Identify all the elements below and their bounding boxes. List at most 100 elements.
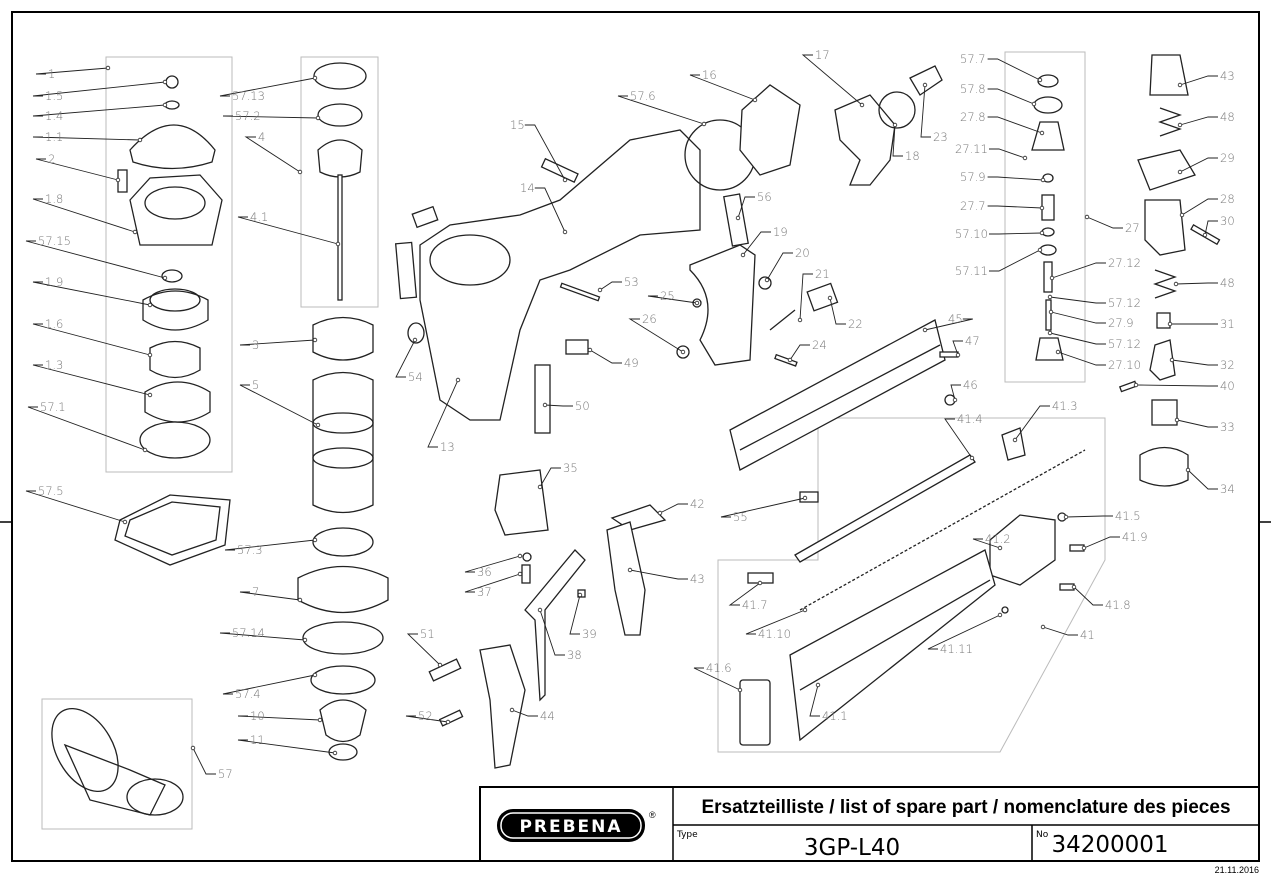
part-number-label: 57.5: [38, 484, 64, 498]
leader-dot: [1049, 275, 1055, 281]
leader-dot: [680, 349, 686, 355]
leader-line: [799, 273, 813, 321]
leader-line: [464, 555, 521, 573]
leader-dot: [302, 637, 308, 643]
leader-line: [32, 81, 166, 97]
leader-dot: [122, 519, 128, 525]
leader-line: [237, 216, 339, 245]
leader-dot: [701, 121, 707, 127]
part-number-label: 28: [1220, 192, 1235, 206]
leader-line: [544, 404, 573, 407]
leader-line: [219, 632, 306, 641]
leader-line: [1086, 216, 1123, 229]
leader-line: [539, 609, 565, 656]
leader-dot: [1174, 417, 1180, 423]
leader-dot: [997, 612, 1003, 618]
leader-dot: [577, 592, 583, 598]
leader-line: [989, 249, 1041, 272]
leader-dot: [827, 295, 833, 301]
part-number-label: 18: [905, 149, 920, 163]
leader-line: [599, 281, 622, 291]
type-value: 3GP-L40: [804, 835, 900, 861]
part-number-label: 27.11: [955, 142, 988, 156]
part-number-label: 57.13: [232, 89, 265, 103]
leader-line: [989, 148, 1026, 159]
part-number-label: 56: [757, 190, 772, 204]
leader-dot: [445, 719, 451, 725]
leader-line: [395, 339, 416, 378]
part-number-label: 57.14: [232, 626, 265, 640]
leader-line: [987, 176, 1044, 181]
leader-dot: [162, 275, 168, 281]
leader-line: [1181, 198, 1218, 216]
part-number-label: 15: [510, 118, 525, 132]
leader-line: [35, 67, 109, 75]
part-number-label: 50: [575, 399, 590, 413]
leader-dot: [764, 277, 770, 283]
leader-dot: [315, 115, 321, 121]
leader-line: [972, 538, 1001, 549]
leader-dot: [542, 402, 548, 408]
leader-line: [222, 115, 319, 119]
leader-dot: [1177, 169, 1183, 175]
leader-line: [1179, 116, 1218, 126]
leader-line: [219, 77, 316, 97]
leader-line: [617, 95, 705, 125]
leader-line: [32, 364, 151, 396]
part-number-label: 5: [252, 378, 259, 392]
leader-dot: [1022, 155, 1028, 161]
leader-dot: [162, 79, 168, 85]
leader-dot: [437, 662, 443, 668]
part-number-label: 25: [660, 289, 675, 303]
leader-line: [244, 136, 301, 173]
leader-dot: [537, 607, 543, 613]
leader-dot: [1173, 281, 1179, 287]
leader-dot: [1037, 247, 1043, 253]
leader-dot: [517, 553, 523, 559]
part-number-label: 41.6: [706, 661, 732, 675]
leader-dot: [1133, 382, 1139, 388]
part-number-label: 43: [690, 572, 705, 586]
part-number-label: 27: [1125, 221, 1140, 235]
part-number-label: 7: [252, 585, 259, 599]
part-number-label: 27.12: [1108, 256, 1141, 270]
part-number-label: 40: [1220, 379, 1235, 393]
leader-dot: [694, 300, 700, 306]
leader-line: [32, 104, 166, 117]
leader-line: [789, 344, 810, 361]
prebena-logo: PREBENA ®: [497, 809, 656, 842]
part-number-label: 41: [1080, 628, 1095, 642]
leader-dot: [1081, 545, 1087, 551]
leader-dot: [142, 447, 148, 453]
leader-line: [927, 614, 1001, 650]
leader-line: [628, 318, 684, 353]
part-number-label: 57.7: [960, 52, 986, 66]
leader-dot: [1039, 205, 1045, 211]
part-number-label: 36: [477, 565, 492, 579]
leader-line: [987, 116, 1043, 134]
leader-line: [829, 297, 846, 325]
leader-line: [25, 490, 126, 523]
number-value: 34200001: [1051, 832, 1168, 858]
leader-dot: [317, 717, 323, 723]
leader-line: [1049, 332, 1106, 345]
part-number-label: 41.4: [957, 412, 983, 426]
part-number-label: 27.10: [1108, 358, 1141, 372]
leader-line: [1042, 626, 1078, 636]
leader-line: [924, 318, 973, 331]
part-number-label: 27.8: [960, 110, 986, 124]
leader-dot: [797, 317, 803, 323]
part-number-label: 41.5: [1115, 509, 1141, 523]
leader-dot: [335, 241, 341, 247]
leader-dot: [1039, 230, 1045, 236]
part-number-label: 1.9: [45, 275, 63, 289]
leader-line: [809, 684, 820, 717]
leader-line: [35, 158, 119, 181]
part-number-label: 35: [563, 461, 578, 475]
leader-line: [1049, 296, 1106, 304]
leader-dot: [190, 745, 196, 751]
part-number-label: 57.15: [38, 234, 71, 248]
leader-dot: [1012, 437, 1018, 443]
part-number-label: 16: [702, 68, 717, 82]
sheet-heading: Ersatzteilliste / list of spare part / n…: [701, 797, 1230, 818]
